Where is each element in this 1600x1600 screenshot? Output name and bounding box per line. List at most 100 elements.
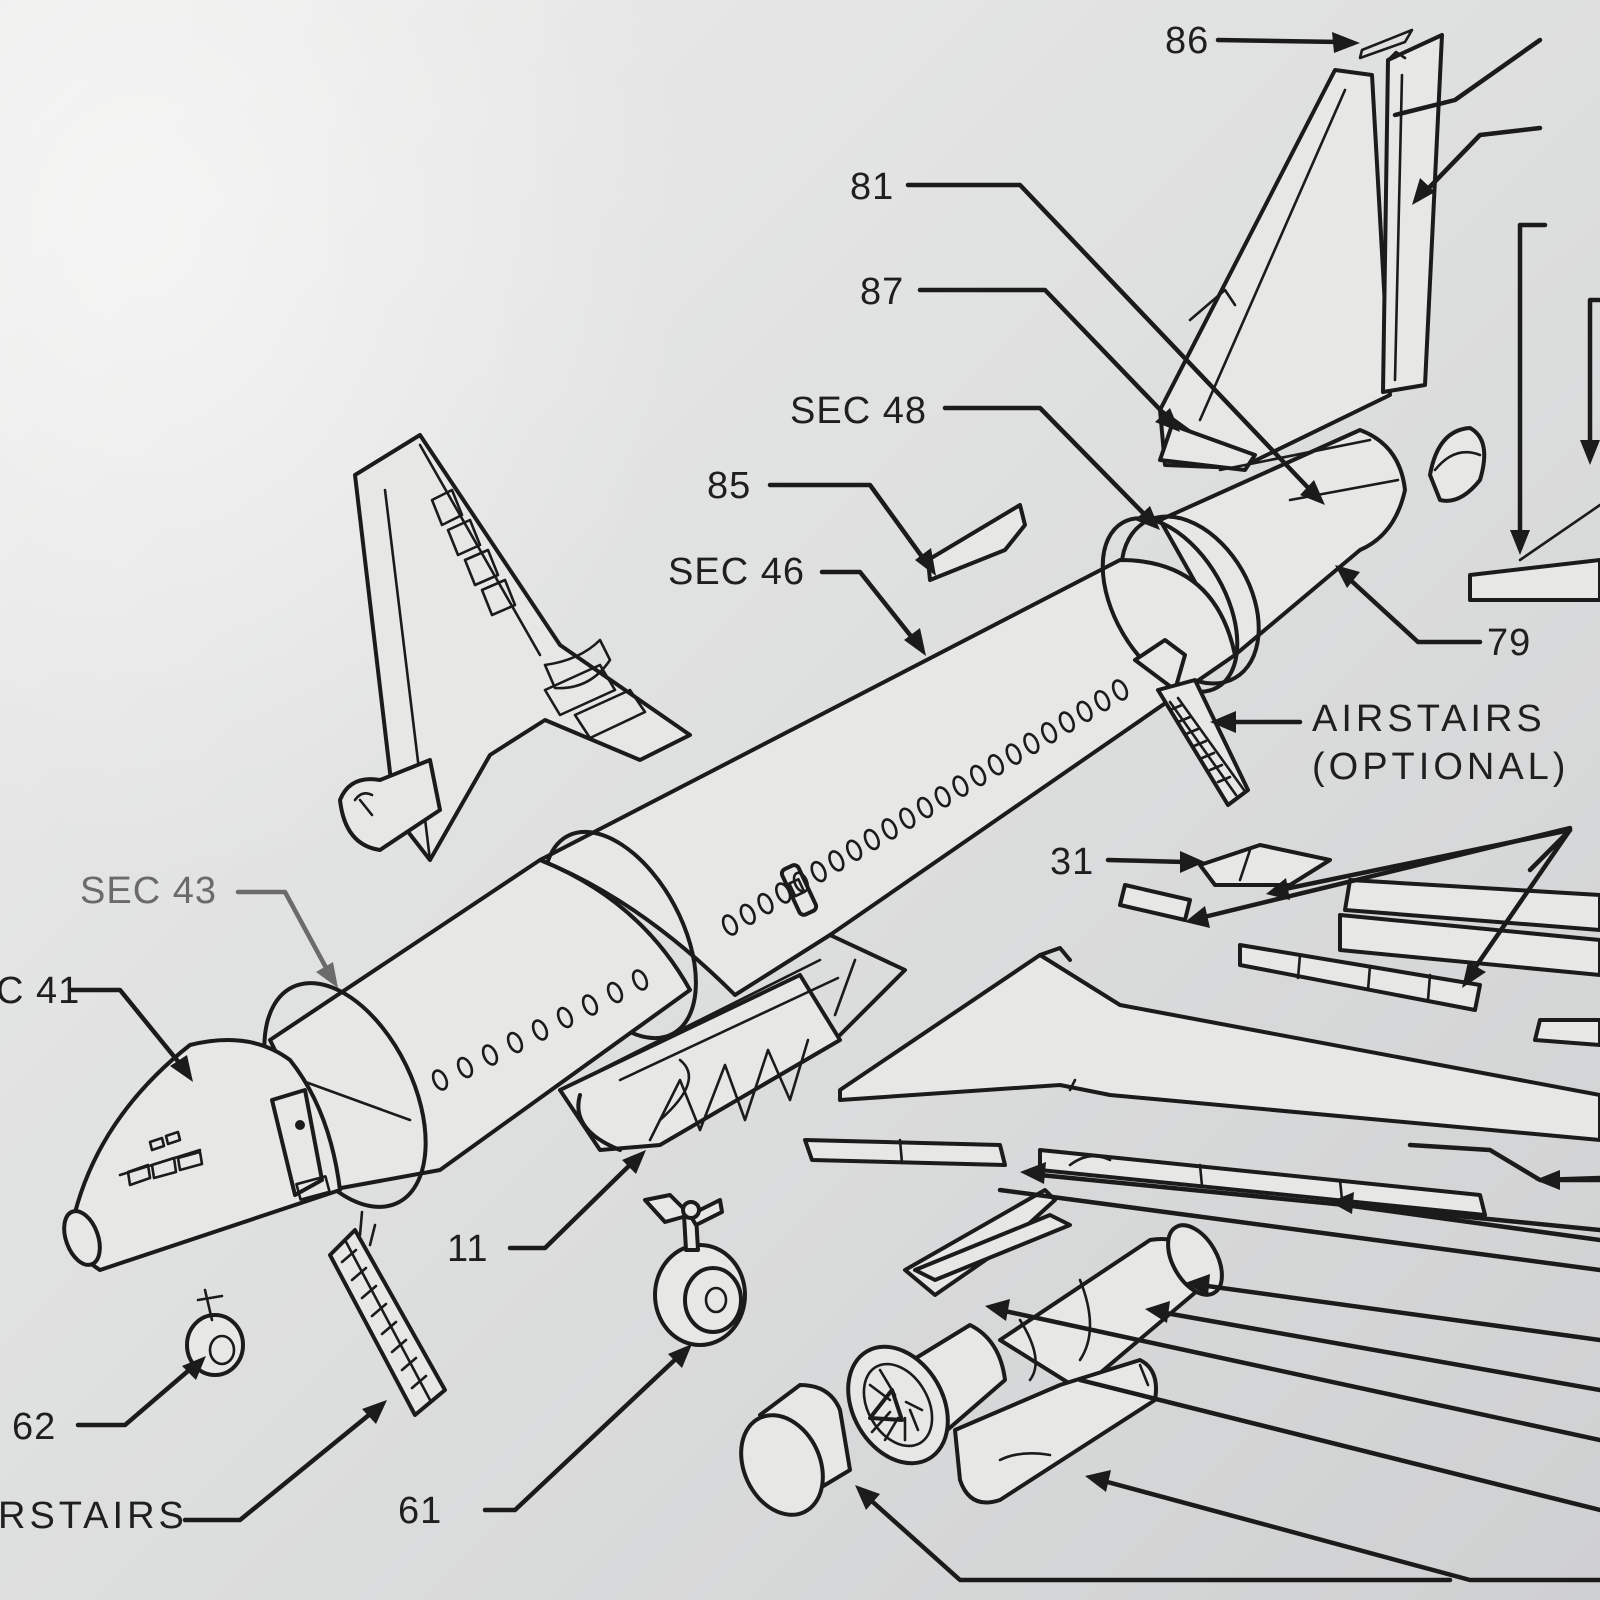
window [1023,732,1040,755]
window [810,860,827,883]
callout-87: 87 [860,271,905,313]
window [916,796,934,819]
fairing-85 [926,503,1027,582]
callout-forward-airstairs: RSTAIRS [0,1495,188,1537]
leader-flap [1467,827,1573,978]
leader-62 [75,1362,198,1428]
leader-sec43 [235,889,333,978]
window [881,818,898,840]
leader-top-right-1 [1392,37,1543,118]
arrowhead-reverser [1085,1470,1111,1492]
arrowhead-flap [1462,962,1486,988]
leader-slat [1037,1172,1600,1233]
window [431,1069,449,1091]
tailcone-cap [1428,426,1487,503]
leader-core-2 [1157,1309,1600,1393]
window [774,882,792,904]
window [1076,700,1093,723]
arrowhead-sec43 [316,962,338,988]
window [792,871,810,893]
arrowhead-core [1185,1274,1210,1296]
window [556,1006,574,1029]
leader-fan [1077,1377,1600,1513]
stabilizer-fairing-cone [338,758,442,852]
arrowhead-79 [1335,565,1360,588]
leader-86 [1215,37,1343,45]
window [863,828,881,851]
window [581,994,599,1016]
arrowhead-wing-right [1535,1170,1560,1190]
section-41-nose [62,1038,342,1272]
arrowhead-top-right-2 [1412,178,1435,205]
callout-sec-46: SEC 46 [668,551,805,593]
window [934,786,951,808]
callout-61: 61 [398,1490,443,1532]
arrowhead-inlet [855,1485,880,1510]
window [531,1019,549,1041]
callout-31: 31 [1050,841,1095,883]
arrowhead-right-a [1510,530,1530,555]
wing [838,946,1600,1142]
fin-tip-part-86 [1358,28,1414,60]
vertical-fin [1158,68,1392,470]
leader-sec46 [819,569,921,648]
leader-85 [767,482,931,568]
window [987,754,1005,776]
main-gear-61 [643,1193,747,1347]
rudder [1381,33,1444,394]
leader-inlet [862,1492,1453,1583]
arrowhead-airstairs-optional [1210,711,1236,733]
window [757,892,774,915]
arrowhead-spoiler-2 [1266,878,1290,900]
window [969,764,987,787]
arrowhead-sec41 [170,1055,193,1082]
cockpit-windows [126,1130,204,1187]
callout-79: 79 [1487,622,1532,664]
part-right-edge [1468,558,1600,602]
wheel-well-structure-11 [558,958,842,1152]
arrowhead-sec48 [1135,506,1160,530]
window [1040,722,1058,744]
trailing-edge-flaps [1238,878,1600,1047]
leader-87 [917,287,1173,423]
leader-right-b [1587,297,1600,453]
callout-sec-43: SEC 43 [80,870,217,912]
arrowhead-slat [1020,1162,1046,1184]
forward-entry-door [270,1088,331,1201]
leader-fwd-airstairs [182,1407,378,1523]
leader-81 [905,182,1318,498]
window [845,839,863,861]
leader-strut-fairing [997,1187,1600,1273]
callout-airstairs-optional-line1: AIRSTAIRS [1312,698,1546,740]
leader-sec41 [67,987,188,1073]
arrowhead-61 [668,1344,692,1368]
keel-beam [828,933,907,1037]
window [1111,679,1129,701]
arrowhead-31 [1180,851,1205,873]
leader-sec48 [942,405,1153,523]
window [899,807,916,829]
callout-airstairs-optional-line2: (OPTIONAL) [1312,746,1570,788]
window [1094,689,1111,712]
leader-core [1197,1282,1600,1343]
callout-85: 85 [707,465,752,507]
window [952,775,969,797]
inlet-cowl [739,1383,852,1517]
window [456,1056,474,1079]
arrowhead-85 [915,548,936,576]
callout-11: 11 [447,1228,489,1270]
arrowhead-spoiler [1185,906,1210,928]
leader-top-right-2 [1419,125,1543,198]
passenger-windows [431,679,1129,1091]
window [606,981,624,1004]
leader-slat-right [1407,1142,1600,1183]
arrowhead-right-b [1580,440,1600,465]
window [1005,743,1022,765]
leader-right-a [1517,222,1548,543]
part-right-edge-line [1518,503,1600,562]
window [1058,711,1076,733]
arrowhead-86 [1332,32,1360,53]
leader-11 [507,1157,638,1251]
